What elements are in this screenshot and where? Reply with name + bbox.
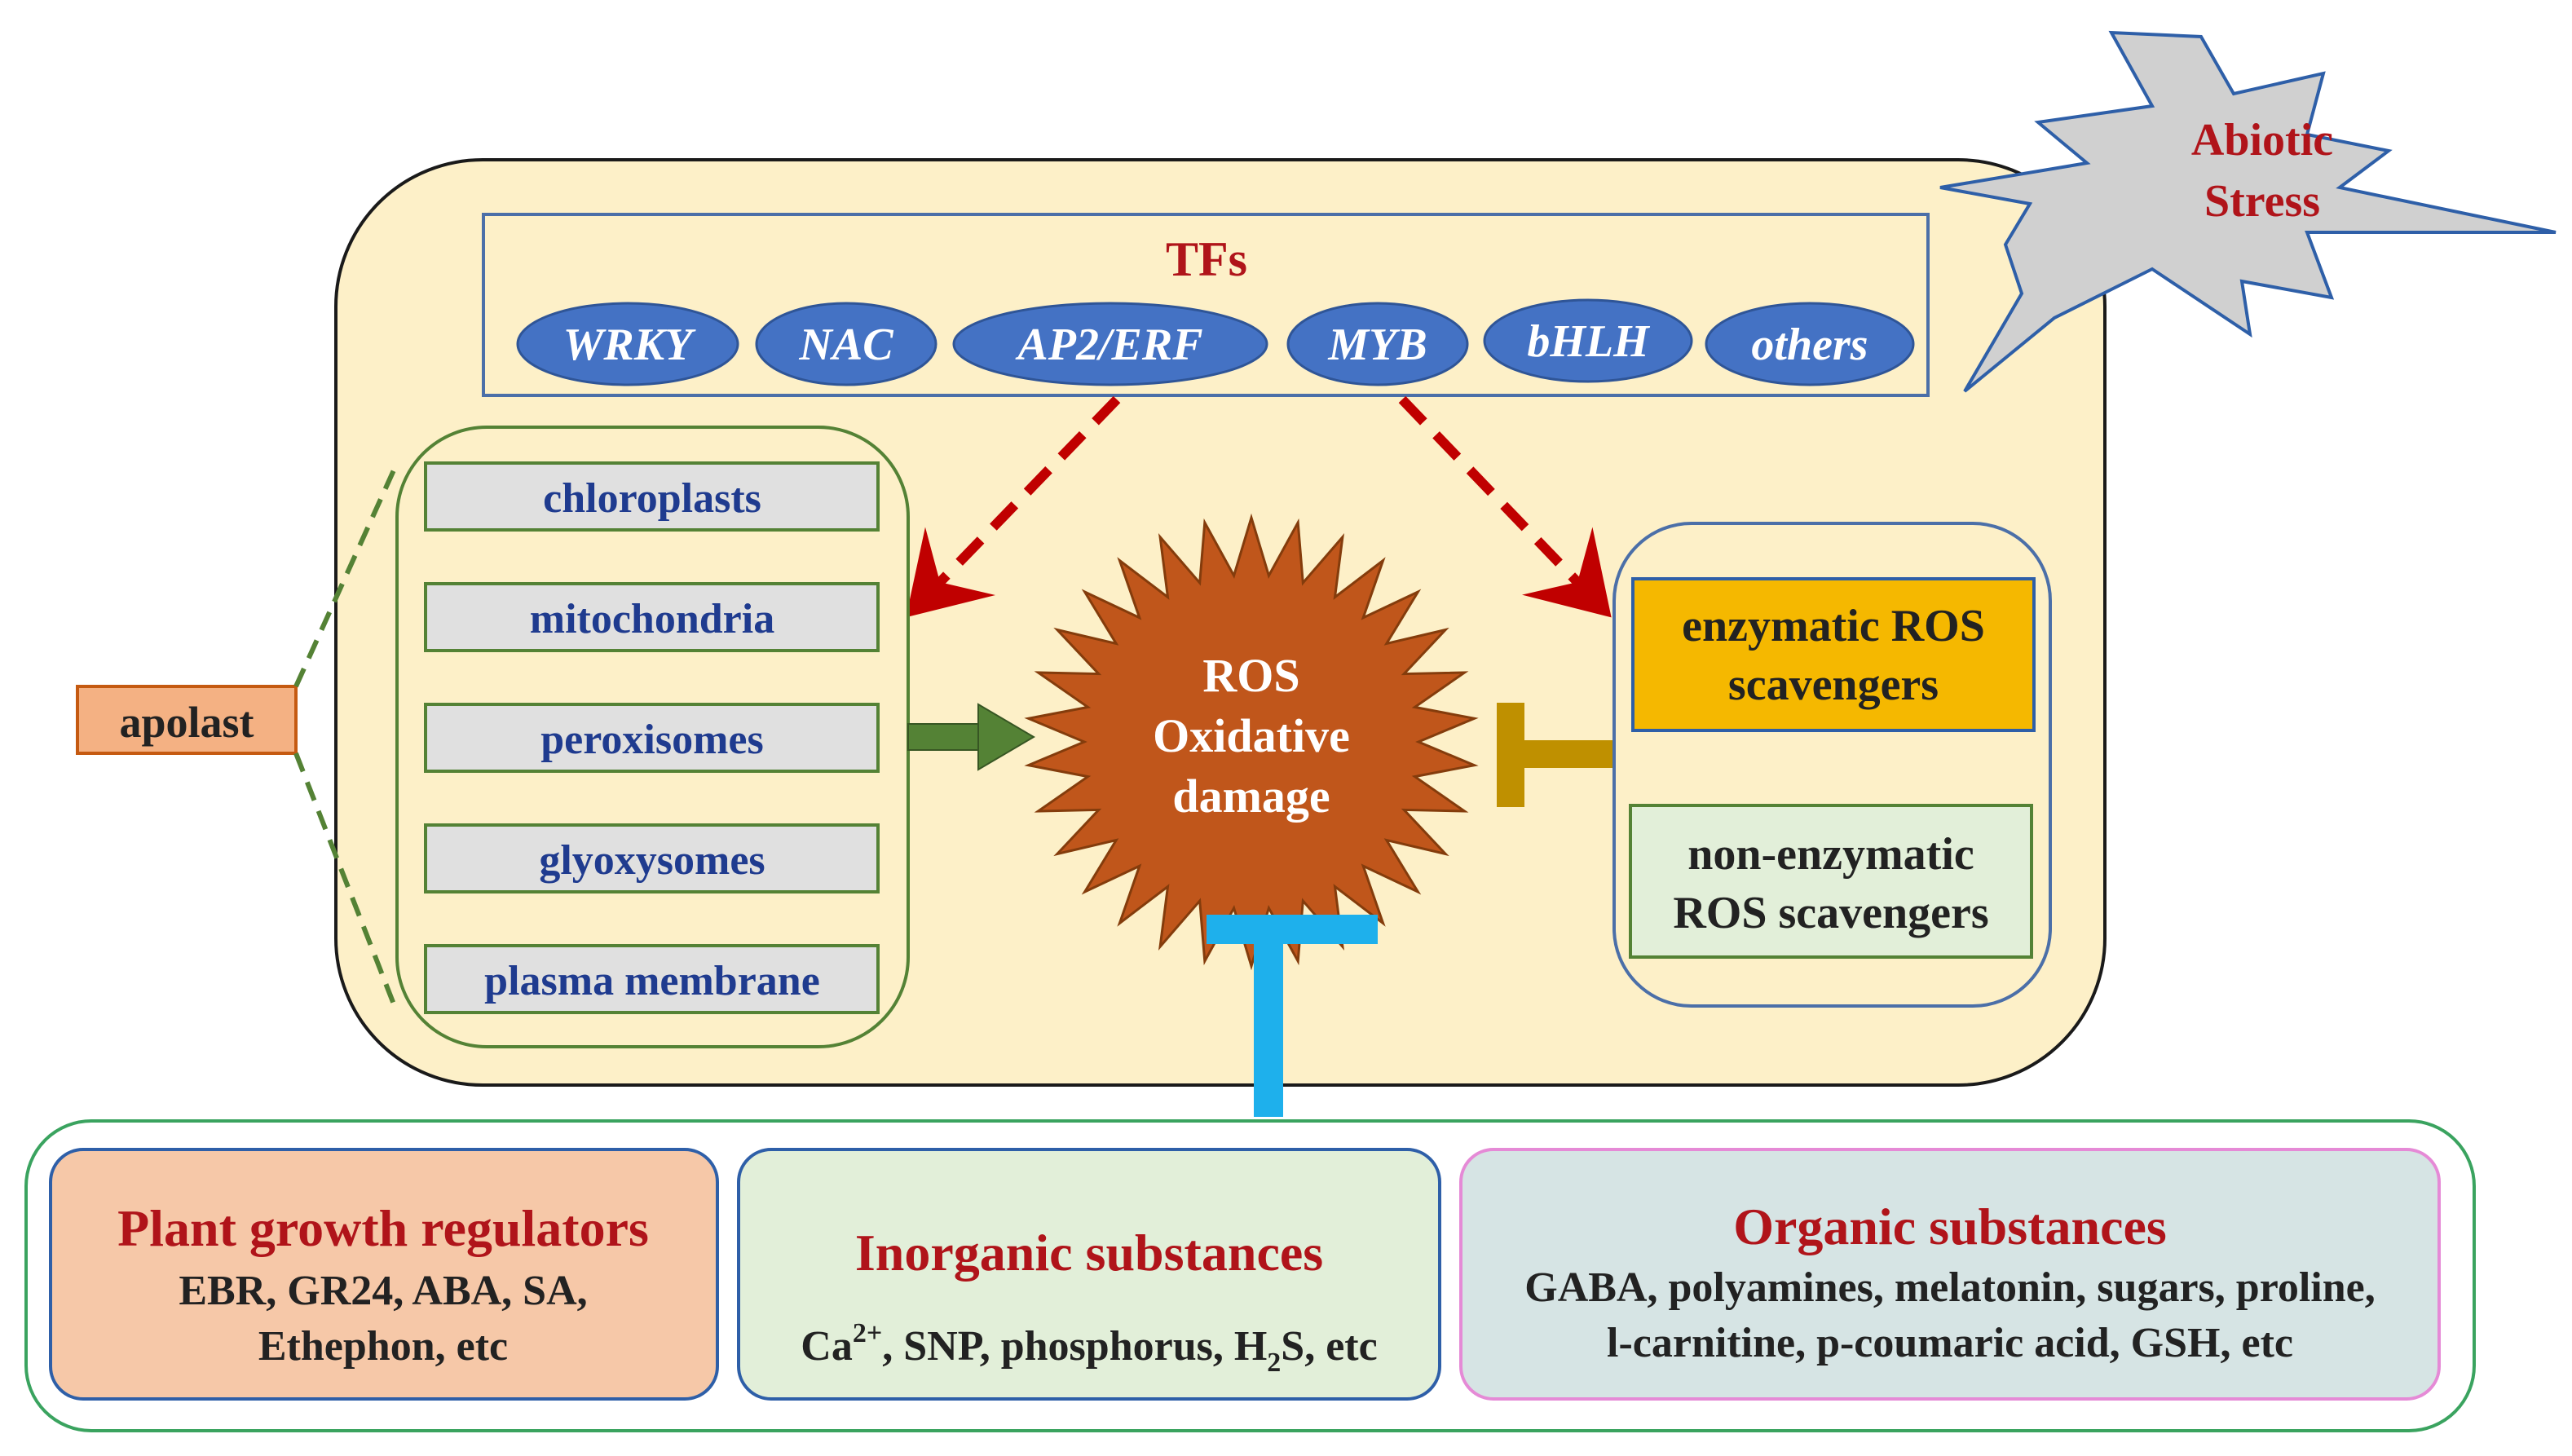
- organelle-label-chloroplasts: chloroplasts: [543, 475, 761, 522]
- non-enzymatic-scavengers-box[interactable]: [1629, 804, 2033, 959]
- organic-panel[interactable]: [1459, 1148, 2441, 1401]
- organelle-box-glyoxysomes[interactable]: [424, 823, 880, 893]
- cyan-inhibitor-stem: [1254, 944, 1283, 1117]
- gold-inhibitor-bar: [1497, 703, 1524, 807]
- growth-regulators-line2: Ethephon, etc: [258, 1323, 508, 1370]
- tf-label-myb: MYB: [1327, 320, 1427, 370]
- tfs-title: TFs: [1166, 232, 1247, 286]
- enzymatic-label-line1: enzymatic ROS: [1682, 601, 1985, 651]
- tf-label-bhlh: bHLH: [1527, 316, 1650, 367]
- ros-label-line2: Oxidative: [1153, 709, 1350, 762]
- organelle-boxes: [424, 461, 880, 1014]
- organelle-box-peroxisomes[interactable]: [424, 703, 880, 773]
- growth-regulators-line1: EBR, GR24, ABA, SA,: [179, 1268, 587, 1314]
- tf-oval-ap2erf[interactable]: [952, 302, 1268, 386]
- green-arrow-head: [977, 703, 1035, 771]
- tf-label-ap2erf: AP2/ERF: [1015, 320, 1202, 370]
- organelle-label-mitochondria: mitochondria: [530, 596, 774, 642]
- organic-line2: l-carnitine, p-coumaric acid, GSH, etc: [1607, 1320, 2293, 1366]
- organelle-box-mitochondria[interactable]: [424, 582, 880, 652]
- cyan-inhibitor-bar: [1207, 915, 1378, 944]
- gold-inhibitor-stem: [1524, 740, 1614, 768]
- abiotic-stress-line1: Abiotic: [2191, 115, 2333, 165]
- organelle-label-glyoxysomes: glyoxysomes: [539, 837, 765, 884]
- enzymatic-label-line2: scavengers: [1728, 660, 1939, 710]
- enzymatic-scavengers-box[interactable]: [1631, 577, 2036, 732]
- organelle-label-plasma-membrane: plasma membrane: [484, 958, 820, 1004]
- inorganic-panel[interactable]: [737, 1148, 1441, 1401]
- apolast-connector-top: [293, 461, 399, 688]
- non-enzymatic-label-line2: ROS scavengers: [1673, 888, 1988, 938]
- organelle-box-plasma-membrane[interactable]: [424, 944, 880, 1014]
- abiotic-stress-burst: [1939, 30, 2557, 393]
- ros-label-line3: damage: [1172, 770, 1330, 823]
- inorganic-title: Inorganic substances: [855, 1224, 1323, 1282]
- tf-oval-bhlh[interactable]: [1483, 298, 1693, 383]
- tf-oval-wrky[interactable]: [516, 302, 739, 386]
- tf-label-others: others: [1751, 320, 1868, 370]
- green-arrow-shaft: [907, 723, 982, 751]
- ros-starburst: [1024, 513, 1479, 971]
- organelle-box-chloroplasts[interactable]: [424, 461, 880, 532]
- tf-ovals: [516, 298, 1915, 386]
- organic-line1: GABA, polyamines, melatonin, sugars, pro…: [1524, 1264, 2375, 1311]
- tf-label-wrky: WRKY: [563, 320, 696, 370]
- growth-regulators-panel[interactable]: [49, 1148, 719, 1401]
- tf-oval-others[interactable]: [1705, 302, 1915, 386]
- apolast-box: [76, 685, 298, 755]
- apolast-label: apolast: [119, 698, 254, 747]
- tf-label-nac: NAC: [798, 320, 893, 370]
- abiotic-stress-line2: Stress: [2204, 176, 2320, 227]
- organic-title: Organic substances: [1733, 1198, 2167, 1255]
- tf-oval-myb[interactable]: [1286, 302, 1469, 386]
- non-enzymatic-label-line1: non-enzymatic: [1687, 829, 1974, 880]
- growth-regulators-title: Plant growth regulators: [117, 1199, 649, 1257]
- inorganic-items: Ca2+, SNP, phosphorus, H2S, etc: [801, 1318, 1377, 1378]
- ros-label-line1: ROS: [1202, 649, 1299, 702]
- apolast-connector-bottom: [293, 752, 399, 1014]
- tf-oval-nac[interactable]: [755, 302, 937, 386]
- organelle-label-peroxisomes: peroxisomes: [540, 717, 763, 763]
